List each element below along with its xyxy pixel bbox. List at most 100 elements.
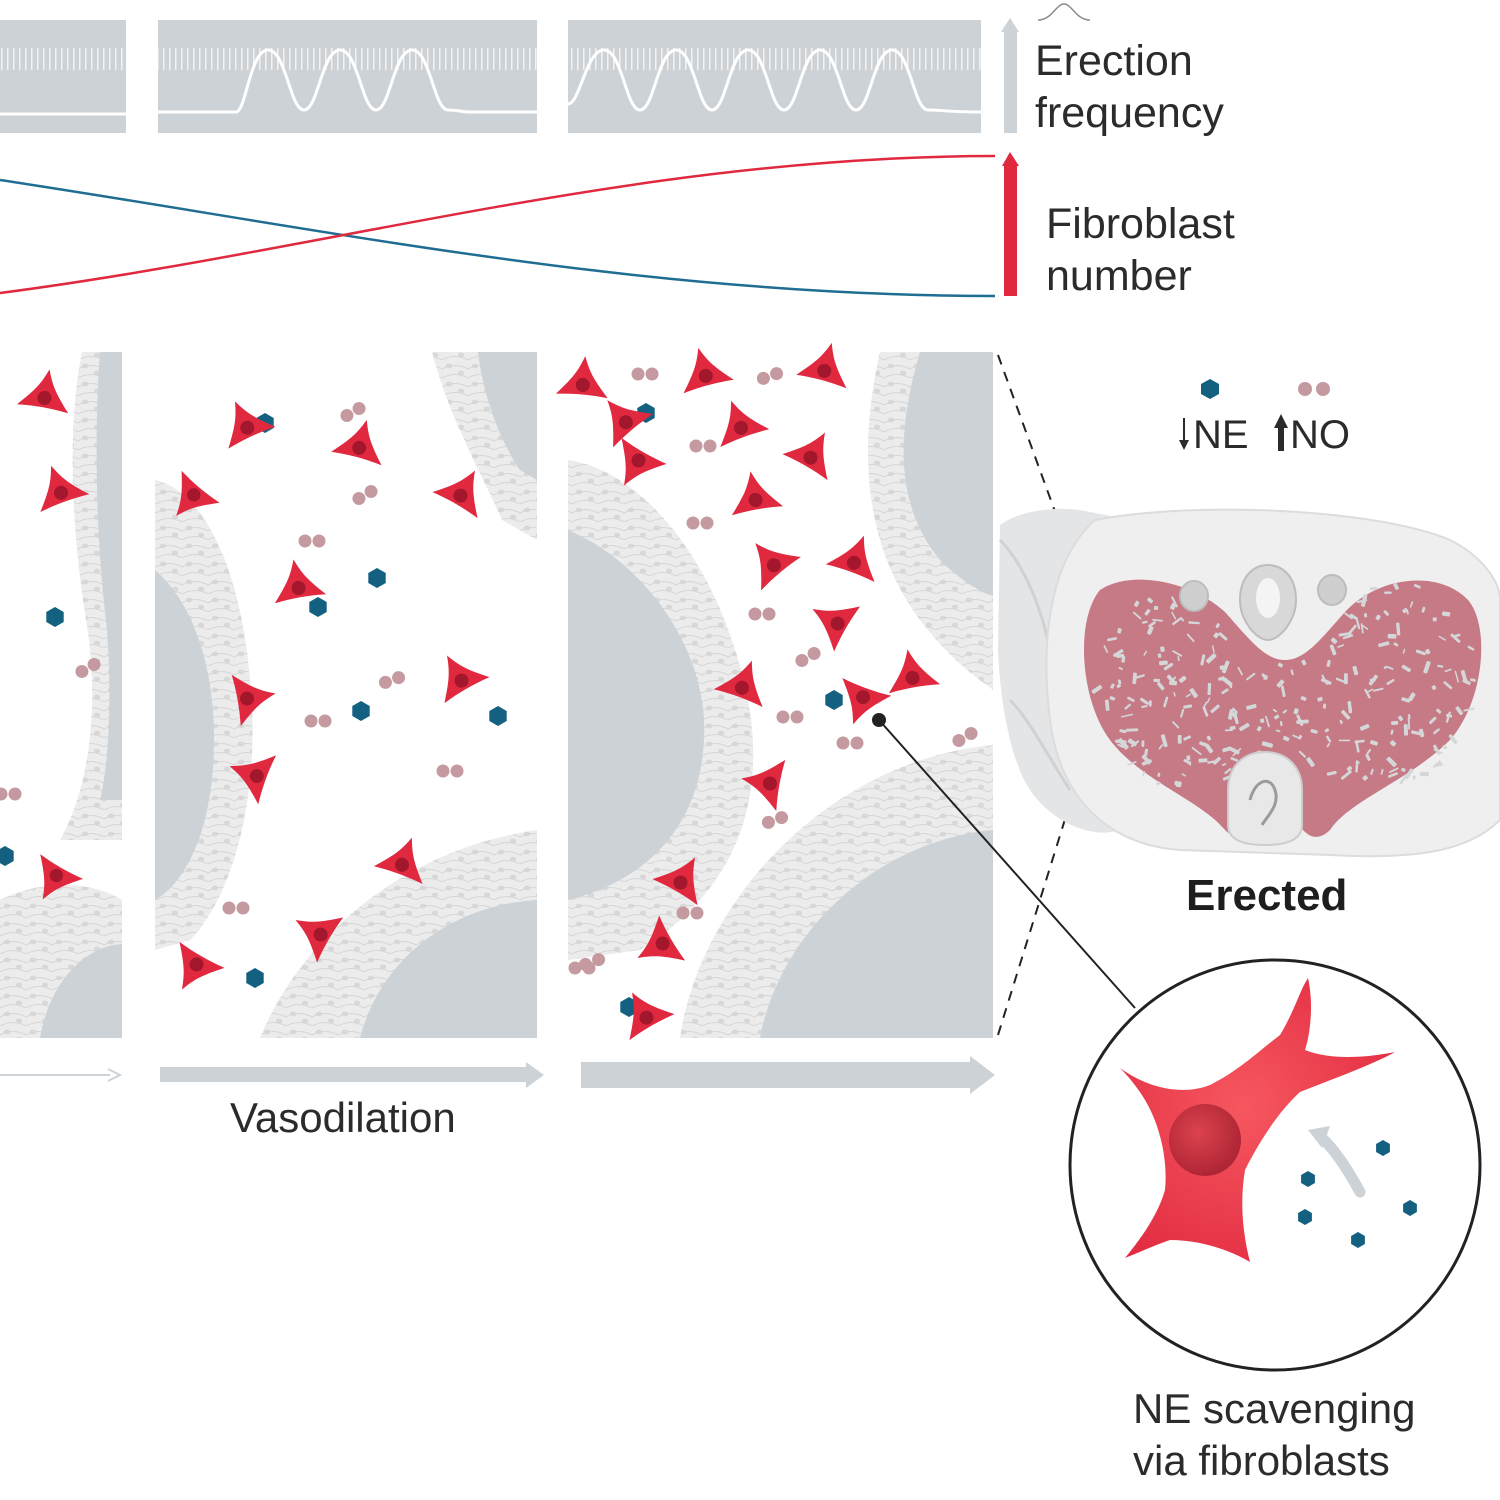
ne-molecule-icon xyxy=(368,568,386,588)
ne-scavenging-line2: via fibroblasts xyxy=(1133,1437,1390,1484)
no-molecule-icon xyxy=(689,439,717,453)
ne-molecule-icon xyxy=(1298,1209,1312,1225)
no-molecule-icon xyxy=(776,710,804,724)
frequency-arrow-icon xyxy=(1001,18,1019,133)
ne-molecule-icon xyxy=(1201,379,1219,399)
zoomed-nucleus xyxy=(1169,1104,1241,1176)
fibroblast-cell-icon xyxy=(621,437,667,486)
no-molecule-icon xyxy=(686,516,714,530)
no-molecule-icon xyxy=(304,714,332,728)
zoom-circle xyxy=(1068,958,1482,1372)
erection-frequency-line2: frequency xyxy=(1035,89,1224,137)
fibroblast-cell-icon xyxy=(741,759,786,812)
fibroblast-cell-icon xyxy=(888,649,941,694)
no-molecule-icon xyxy=(631,367,659,381)
tissue-panel-2 xyxy=(155,352,537,1038)
fibroblast-cell-icon xyxy=(842,677,892,725)
fibroblast-cell-icon xyxy=(713,660,763,708)
fibroblast-cell-icon xyxy=(629,992,675,1041)
legend-ne-label: NE xyxy=(1193,413,1249,457)
urethra xyxy=(1227,750,1303,847)
ne-molecule-icon xyxy=(825,690,843,710)
fibroblast-arrow-icon xyxy=(1002,152,1019,296)
no-molecule-icon xyxy=(352,485,378,505)
ne-molecule-icon xyxy=(352,701,370,721)
fibroblast-cell-icon xyxy=(331,419,382,466)
fibroblast-cell-icon xyxy=(812,606,861,652)
fibroblast-cell-icon xyxy=(40,854,84,900)
ne-molecule-icon xyxy=(309,597,327,617)
zoomed-ne-molecules xyxy=(1298,1140,1417,1248)
fibroblast-cell-icon xyxy=(652,857,698,906)
fibroblast-cell-icon xyxy=(720,400,770,448)
fibroblast-cell-icon xyxy=(782,432,828,481)
fibroblast-cell-icon xyxy=(40,465,90,513)
ne-molecule-icon xyxy=(0,846,14,866)
no-molecule-icon xyxy=(756,367,784,385)
fibroblast-cell-icon xyxy=(607,400,653,448)
no-molecule-icon xyxy=(0,787,22,801)
dorsal-artery-left xyxy=(1179,580,1209,612)
fibroblast-cell-icon xyxy=(444,655,490,704)
erection-frequency-line1: Erection xyxy=(1035,37,1193,85)
fibroblast-cell-icon xyxy=(555,356,608,399)
zoomed-fibroblast-icon xyxy=(1120,978,1395,1262)
ne-molecule-icon xyxy=(1301,1171,1315,1187)
frequency-wave-icon xyxy=(1037,3,1091,21)
arrow-up-icon xyxy=(1274,414,1288,451)
legend-no-label: NO xyxy=(1290,413,1350,457)
tissue-panel-3 xyxy=(568,352,993,1038)
ne-molecule-icon xyxy=(489,706,507,726)
fibroblast-cell-icon xyxy=(274,559,327,604)
tissue-panel-1 xyxy=(0,352,122,1038)
erected-label: Erected xyxy=(1186,871,1348,920)
fibroblast-cell-icon xyxy=(373,837,423,885)
no-molecule-icon xyxy=(1298,382,1312,396)
ne-scavenging-label: NE scavenging via fibroblasts xyxy=(1133,1388,1416,1482)
ne-molecule-icon xyxy=(1403,1200,1417,1216)
fibroblast-cell-icon xyxy=(755,543,801,591)
ne-scavenging-line1: NE scavenging xyxy=(1133,1385,1416,1432)
no-molecule-icon xyxy=(222,901,250,915)
fibroblast-cell-icon xyxy=(228,401,276,449)
frequency-box-2 xyxy=(158,20,537,133)
fibroblast-number-label: Fibroblast number xyxy=(1046,203,1235,298)
ne-molecule-icon xyxy=(46,607,64,627)
no-molecule-icon xyxy=(795,647,821,667)
fibroblast-cell-icon xyxy=(796,342,847,389)
callout-line xyxy=(878,719,1136,1009)
no-molecule-icon xyxy=(75,658,101,678)
uptake-arrow-icon xyxy=(1316,1132,1366,1198)
legend xyxy=(1179,379,1330,451)
fibroblast-cell-icon xyxy=(16,369,69,414)
no-molecule-icon xyxy=(378,671,406,689)
frequency-box-1 xyxy=(0,20,126,133)
fibroblast-cell-icon xyxy=(231,674,276,727)
fibroblast-cell-icon xyxy=(229,755,277,805)
no-molecule-icon xyxy=(676,906,704,920)
fibroblast-cell-icon xyxy=(432,470,478,519)
dorsal-artery-right xyxy=(1317,574,1347,606)
fibroblast-cell-icon xyxy=(176,470,220,516)
vasodilation-label: Vasodilation xyxy=(230,1094,456,1141)
blue-decline-curve xyxy=(0,178,996,298)
no-molecule-icon xyxy=(436,764,464,778)
no-molecule-icon xyxy=(836,736,864,750)
progress-arrow-1 xyxy=(0,1068,123,1082)
erection-frequency-label: Erection frequency xyxy=(1035,40,1224,135)
no-molecule-icon xyxy=(568,961,596,975)
erection-frequency-track xyxy=(0,3,1091,133)
arrow-down-icon xyxy=(1179,418,1189,450)
ne-molecule-icon xyxy=(1376,1140,1390,1156)
progress-arrow-3 xyxy=(581,1056,995,1094)
fibroblast-cell-icon xyxy=(295,917,344,963)
fibroblast-number-curves xyxy=(0,152,1019,298)
no-molecule-icon xyxy=(748,607,776,621)
no-molecule-icon xyxy=(298,534,326,548)
red-rise-curve xyxy=(0,154,996,295)
fibroblast-cell-icon xyxy=(637,915,686,961)
molecule-layer xyxy=(0,367,978,1017)
progress-arrow-2 xyxy=(160,1062,544,1088)
